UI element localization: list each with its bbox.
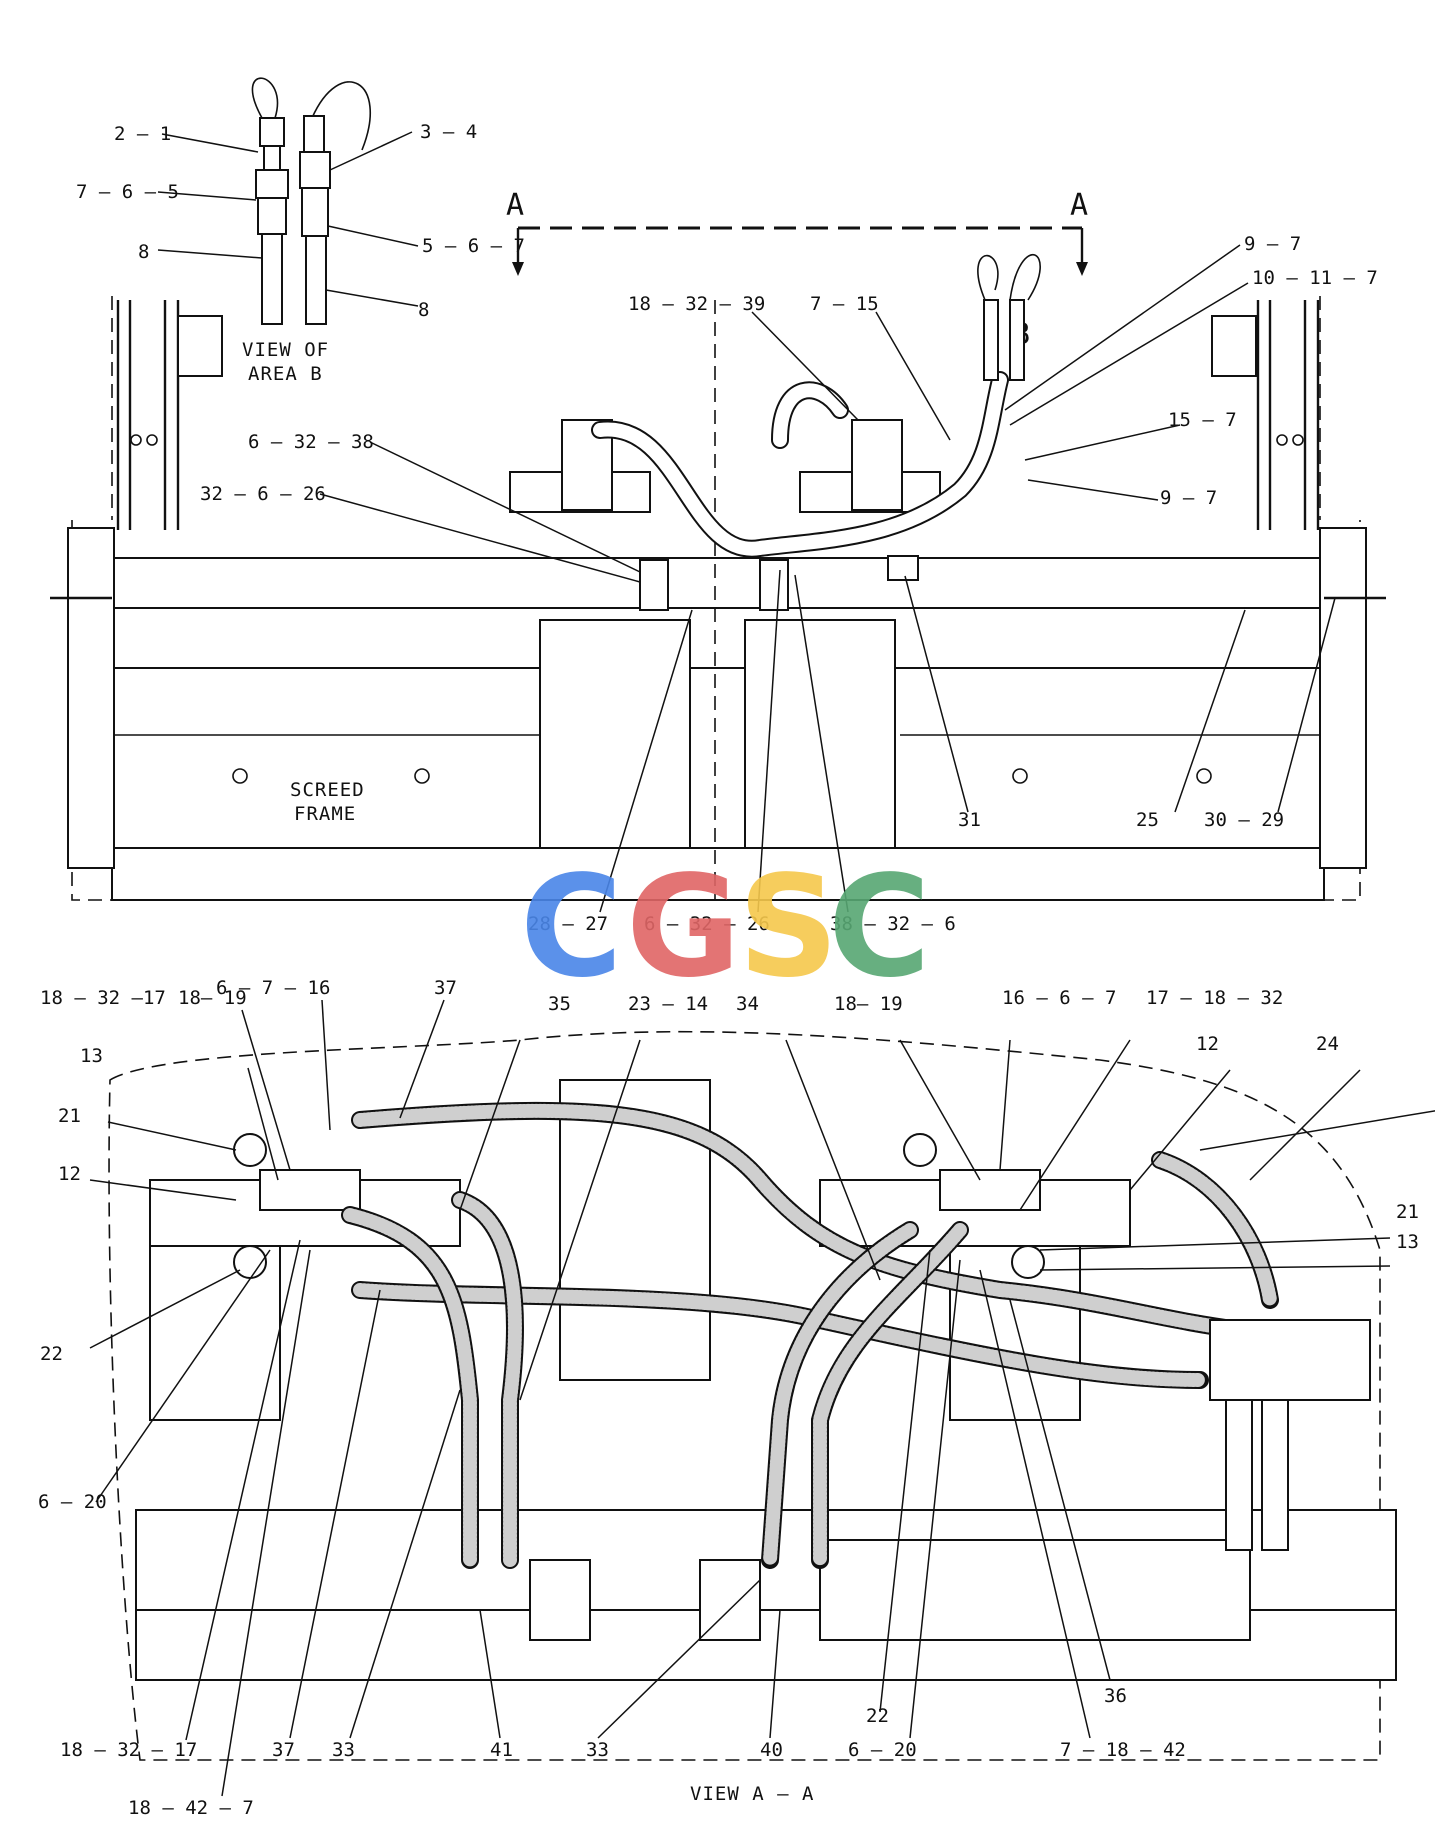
callout: 10 — 11 — 7 <box>1252 267 1378 289</box>
watermark-letter-s: S <box>738 846 839 1009</box>
callout: 31 <box>958 809 981 831</box>
bottom-leaders: 6 — 7 — 16 37 18 — 32 —17 18— 19 35 23 —… <box>38 977 1435 1819</box>
callout: 6 — 20 <box>38 1491 107 1513</box>
callout: 3 — 4 <box>420 121 477 143</box>
callout: 36 <box>1104 1685 1127 1707</box>
view-a-a <box>108 1030 1397 1761</box>
callout: 6 — 32 — 38 <box>248 431 374 453</box>
callout: 12 <box>58 1163 81 1185</box>
callout: 9 — 7 <box>1160 487 1217 509</box>
callout: 22 <box>40 1343 63 1365</box>
callout: 21 <box>58 1105 81 1127</box>
callout: 15 — 7 <box>1168 409 1237 431</box>
callout: 18— 19 <box>178 987 247 1009</box>
screed-label-1: SCREED <box>290 779 365 801</box>
callout: 17 — 18 — 32 <box>1146 987 1283 1009</box>
callout: 24 <box>1316 1033 1339 1055</box>
callout: 28 — 27 <box>528 913 608 935</box>
callout: 21 <box>1396 1201 1419 1223</box>
callout: 2 — 1 <box>114 123 171 145</box>
callout: 22 <box>866 1705 889 1727</box>
callout: 38 — 32 — 6 <box>830 913 956 935</box>
callout: 30 — 29 <box>1204 809 1284 831</box>
callout: 40 <box>760 1739 783 1761</box>
callout: 41 <box>490 1739 513 1761</box>
callout: 18 — 42 — 7 <box>128 1797 254 1819</box>
view-caption: VIEW A — A <box>690 1783 814 1805</box>
callout: 35 <box>548 993 571 1015</box>
callout: 7 — 18 — 42 <box>1060 1739 1186 1761</box>
watermark-letter-c2: C <box>828 846 931 1009</box>
callout: 8 <box>418 299 429 321</box>
cgsc-watermark: C G S C <box>520 846 931 1009</box>
section-mark-left: A <box>506 188 524 223</box>
callout: 18— 19 <box>834 993 903 1015</box>
callout: 6 — 7 — 16 <box>216 977 330 999</box>
callout: 13 <box>1396 1231 1419 1253</box>
callout: 6 — 32 — 26 <box>644 913 770 935</box>
screed-label-2: FRAME <box>294 803 356 825</box>
callout: 33 <box>332 1739 355 1761</box>
callout: 8 <box>138 241 149 263</box>
callout: 12 <box>1196 1033 1219 1055</box>
callout: 33 <box>586 1739 609 1761</box>
top-leaders: 18 — 32 — 39 7 — 15 9 — 7 10 — 11 — 7 15… <box>200 233 1378 935</box>
section-line-a-a: A A B <box>506 188 1088 352</box>
callout: 34 <box>736 993 759 1015</box>
screed-assembly-top: SCREED FRAME <box>50 254 1386 901</box>
callout: 7 — 15 <box>810 293 879 315</box>
callout: 37 <box>434 977 457 999</box>
callout: 18 — 32 — 39 <box>628 293 765 315</box>
watermark-letter-g: G <box>626 846 741 1009</box>
watermark-letter-c1: C <box>520 846 623 1009</box>
callout: 32 — 6 — 26 <box>200 483 326 505</box>
section-mark-right: A <box>1070 188 1088 223</box>
callout: 6 — 20 <box>848 1739 917 1761</box>
callout: 37 <box>272 1739 295 1761</box>
callout: 18 — 32 —17 <box>40 987 166 1009</box>
area-b-title-1: VIEW OF <box>242 339 329 361</box>
callout: 18 — 32 — 17 <box>60 1739 197 1761</box>
callout: 7 — 6 — 5 <box>76 181 179 203</box>
callout: 23 — 14 <box>628 993 708 1015</box>
callout: 9 — 7 <box>1244 233 1301 255</box>
area-b-title-2: AREA B <box>248 363 323 385</box>
callout: 13 <box>80 1045 103 1067</box>
callout: 5 — 6 — 7 <box>422 235 525 257</box>
area-b-detail: VIEW OF AREA B 2 — 1 7 — 6 — 5 8 3 — 4 5… <box>76 77 525 385</box>
callout: 25 <box>1136 809 1159 831</box>
callout: 16 — 6 — 7 <box>1002 987 1116 1009</box>
